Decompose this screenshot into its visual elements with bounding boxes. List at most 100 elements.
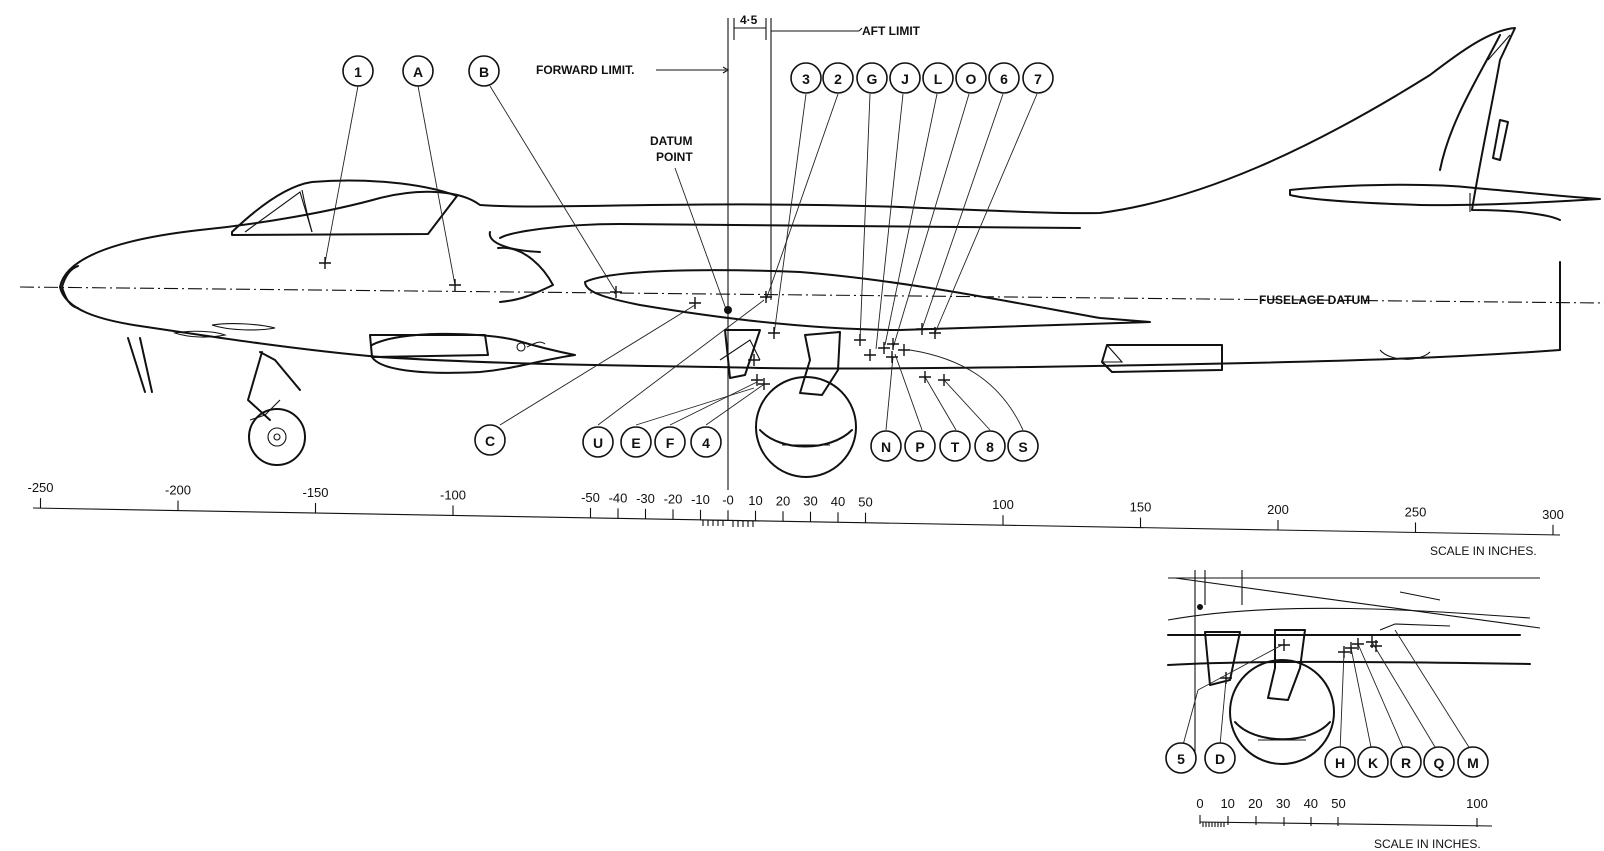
- svg-text:H: H: [1335, 755, 1345, 771]
- aircraft-outline: [19, 27, 1604, 478]
- limit-width-label: 4·5: [740, 13, 758, 27]
- callout-C: C: [474, 424, 506, 456]
- svg-text:5: 5: [1177, 751, 1185, 767]
- svg-text:R: R: [1401, 755, 1411, 771]
- svg-text:L: L: [934, 71, 943, 87]
- callout-U: U: [582, 426, 614, 458]
- forward-limit-label: FORWARD LIMIT.: [536, 63, 634, 77]
- svg-text:C: C: [485, 433, 495, 449]
- main-scale-tick-label: 20: [776, 493, 790, 508]
- callout-O: O: [955, 62, 987, 94]
- main-scale-tick-label: 300: [1542, 507, 1564, 522]
- svg-text:M: M: [1467, 755, 1479, 771]
- callout-inset-R: R: [1390, 746, 1422, 778]
- main-scale-tick-label: 50: [858, 495, 872, 510]
- svg-text:7: 7: [1034, 71, 1042, 87]
- main-scale: -250 -200 -150 -100 -50 -40 -30 -20 -10 -0 10 20 30 4…: [27, 480, 1564, 536]
- aft-limit-label: AFT LIMIT: [862, 24, 921, 38]
- main-scale-tick-label: -30: [636, 491, 655, 506]
- svg-text:N: N: [881, 439, 891, 455]
- main-scale-tick-label: -10: [691, 492, 710, 507]
- main-scale-tick-label: -200: [165, 483, 191, 498]
- datum-leader: [674, 167, 727, 310]
- main-scale-tick-label: 250: [1405, 504, 1427, 519]
- svg-text:6: 6: [1000, 71, 1008, 87]
- main-scale-tick-label: 10: [748, 493, 762, 508]
- inset-scale-caption: SCALE IN INCHES.: [1374, 837, 1481, 851]
- svg-text:K: K: [1368, 755, 1378, 771]
- inset-scale: [1199, 815, 1493, 827]
- svg-text:F: F: [666, 435, 675, 451]
- svg-text:Q: Q: [1434, 755, 1445, 771]
- inset-scale-tick-label: 10: [1220, 796, 1234, 811]
- callout-A: A: [402, 55, 434, 87]
- inset-scale-tick-label: 50: [1331, 796, 1345, 811]
- svg-text:1: 1: [354, 64, 362, 80]
- svg-text:G: G: [867, 71, 878, 87]
- callout-6: 6: [988, 62, 1020, 94]
- svg-text:P: P: [915, 439, 924, 455]
- svg-text:B: B: [479, 64, 489, 80]
- main-scale-tick-label: 200: [1267, 502, 1289, 517]
- inset-scale-tick-label: 0: [1196, 796, 1203, 811]
- svg-text:2: 2: [834, 71, 842, 87]
- datum-point-label-2: POINT: [656, 150, 693, 164]
- main-scale-tick-label: -100: [440, 487, 466, 502]
- callout-F: F: [654, 426, 686, 458]
- svg-text:J: J: [901, 71, 909, 87]
- inset-scale-tick-label: 40: [1304, 796, 1318, 811]
- callout-J: J: [889, 62, 921, 94]
- inset-detail: [1167, 570, 1541, 765]
- main-scale-tick-label: 40: [831, 494, 845, 509]
- main-scale-caption: SCALE IN INCHES.: [1430, 544, 1537, 558]
- callout-7: 7: [1022, 62, 1054, 94]
- inset-scale-tick-label: 100: [1466, 796, 1488, 811]
- inset-scale-tick-label: 30: [1276, 796, 1290, 811]
- callout-inset-5: 5: [1165, 742, 1197, 774]
- callout-T: T: [939, 430, 971, 462]
- svg-text:O: O: [966, 71, 977, 87]
- callout-E: E: [620, 426, 652, 458]
- callout-8: 8: [974, 430, 1006, 462]
- cg-markers: [319, 257, 950, 390]
- svg-text:8: 8: [986, 439, 994, 455]
- callout-2: 2: [822, 62, 854, 94]
- callout-4: 4: [690, 426, 722, 458]
- svg-text:A: A: [413, 64, 423, 80]
- datum-point-label-1: DATUM: [650, 134, 692, 148]
- callout-inset-H: H: [1324, 746, 1356, 778]
- main-scale-tick-label: -20: [664, 491, 683, 506]
- main-scale-tick-label: -50: [581, 490, 600, 505]
- svg-text:4: 4: [702, 435, 710, 451]
- svg-text:S: S: [1018, 439, 1027, 455]
- callout-3: 3: [790, 62, 822, 94]
- callout-inset-D: D: [1204, 742, 1236, 774]
- svg-text:E: E: [631, 435, 640, 451]
- callout-N: N: [870, 430, 902, 462]
- main-scale-tick-label: -250: [27, 480, 53, 495]
- leader-lines: [324, 85, 1038, 431]
- main-scale-tick-label: -0: [722, 492, 734, 507]
- svg-text:D: D: [1215, 751, 1225, 767]
- callout-S: S: [1007, 430, 1039, 462]
- inset-scale-tick-label: 20: [1248, 796, 1262, 811]
- svg-text:U: U: [593, 435, 603, 451]
- fuselage-datum-label: FUSELAGE DATUM: [1259, 293, 1370, 307]
- svg-text:3: 3: [802, 71, 810, 87]
- main-scale-tick-label: 150: [1130, 500, 1152, 515]
- main-scale-tick-label: 100: [992, 497, 1014, 512]
- callout-B: B: [468, 55, 500, 87]
- callout-G: G: [856, 62, 888, 94]
- main-scale-tick-label: 30: [803, 494, 817, 509]
- callout-inset-K: K: [1357, 746, 1389, 778]
- cg-limits: [656, 18, 863, 490]
- callout-P: P: [904, 430, 936, 462]
- callout-L: L: [922, 62, 954, 94]
- datum-point-mark: [724, 306, 732, 314]
- main-scale-tick-label: -150: [302, 485, 328, 500]
- callout-inset-M: M: [1457, 746, 1489, 778]
- svg-text:T: T: [951, 439, 960, 455]
- main-scale-tick-label: -40: [609, 490, 628, 505]
- callout-1: 1: [342, 55, 374, 87]
